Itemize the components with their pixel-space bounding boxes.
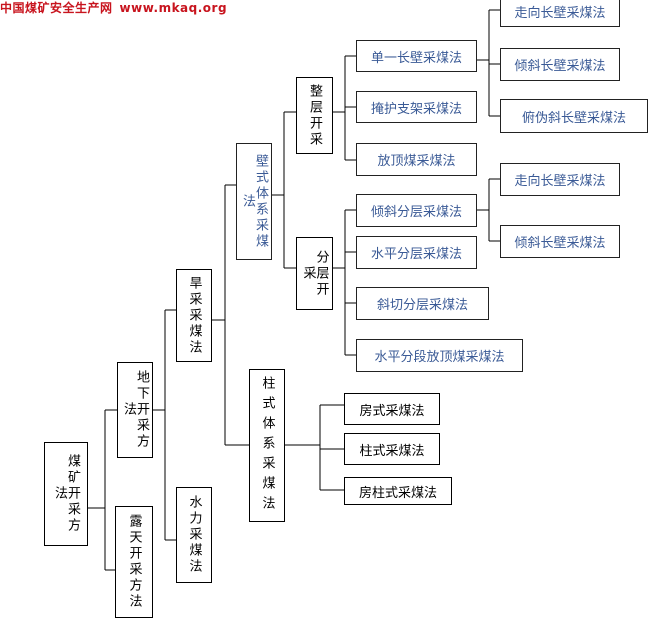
node-oblique-slicing: 斜切分层采煤法 — [356, 287, 489, 320]
node-sliced-mining: 分层开采 — [296, 237, 333, 310]
node-horizontal-sublevel-caving: 水平分段放顶煤采煤法 — [356, 339, 523, 372]
node-dip-longwall-2: 倾斜长壁采煤法 — [500, 225, 620, 258]
node-horizontal-slicing: 水平分层采煤法 — [356, 236, 477, 269]
node-pillar-system: 柱式体系采煤法 — [249, 369, 285, 522]
node-single-longwall: 单一长壁采煤法 — [356, 40, 477, 72]
node-shield-support: 掩护支架采煤法 — [356, 91, 477, 123]
node-inclined-slicing: 倾斜分层采煤法 — [356, 194, 477, 227]
node-room-pillar-mining: 房柱式采煤法 — [344, 477, 452, 505]
watermark-url: www.mkaq.org — [119, 1, 228, 15]
node-coal-mining-methods: 煤矿开采方法 — [44, 442, 88, 546]
node-pseudo-dip-longwall: 俯伪斜长壁采煤法 — [500, 99, 648, 133]
node-hydraulic-mining: 水力采煤法 — [176, 487, 212, 583]
node-strike-longwall-1: 走向长壁采煤法 — [500, 0, 620, 27]
node-open-pit-mining: 露天开采方法 — [115, 506, 153, 618]
node-dip-longwall-1: 倾斜长壁采煤法 — [500, 48, 620, 81]
node-room-mining: 房式采煤法 — [344, 393, 440, 425]
watermark-title: 中国煤矿安全生产网 — [0, 1, 113, 15]
node-strike-longwall-2: 走向长壁采煤法 — [500, 163, 620, 196]
node-dry-mining: 旱采采煤法 — [176, 269, 212, 362]
node-top-coal-caving: 放顶煤采煤法 — [356, 143, 477, 176]
node-full-seam-mining: 整层开采 — [296, 77, 333, 154]
node-pillar-mining: 柱式采煤法 — [344, 433, 440, 465]
watermark: 中国煤矿安全生产网 www.mkaq.org — [0, 0, 234, 16]
node-longwall-system: 壁式体系采煤法 — [236, 143, 272, 260]
node-underground-mining: 地下开采方法 — [117, 362, 153, 458]
